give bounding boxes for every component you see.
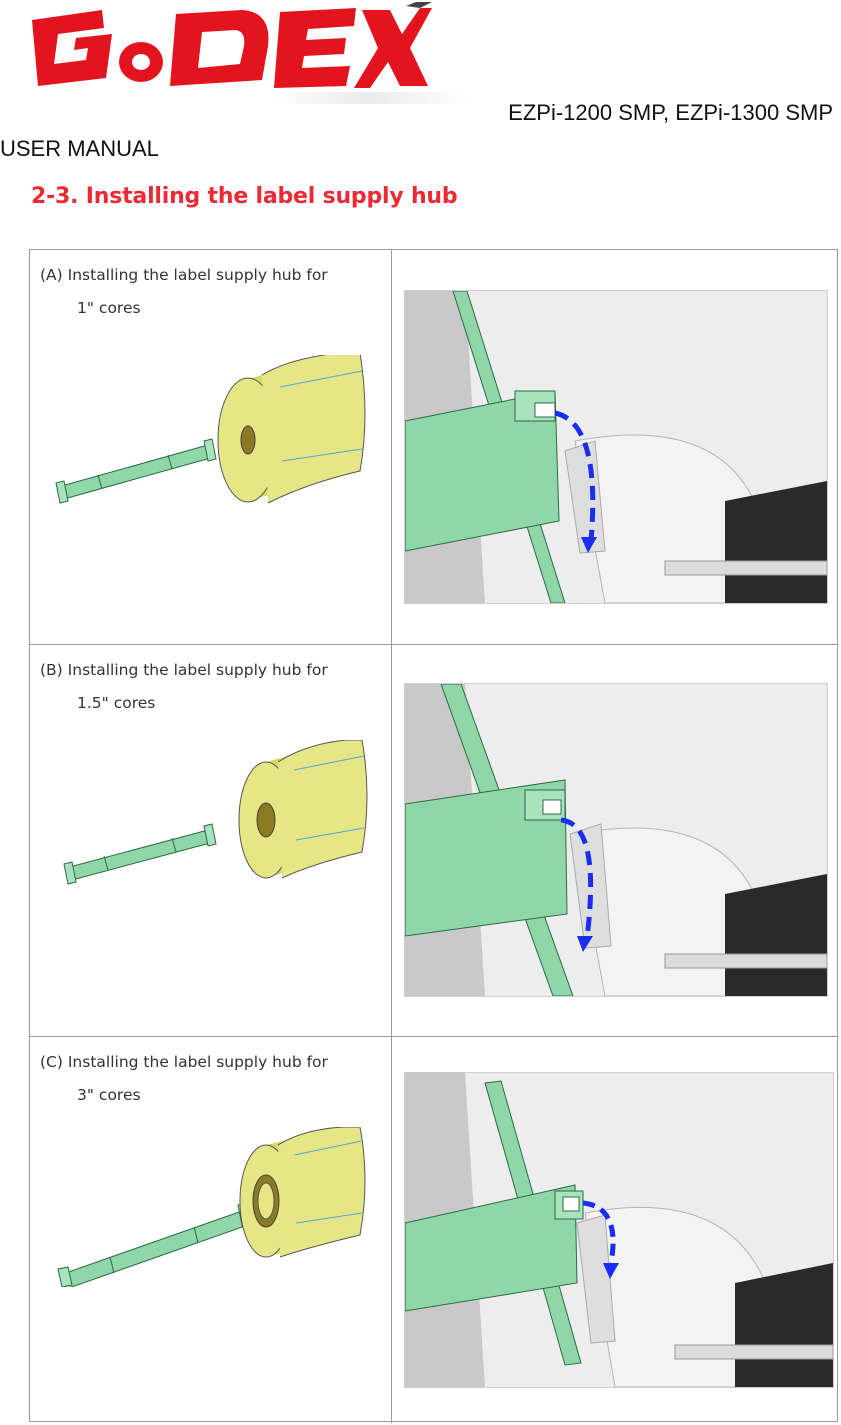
step-c-label: (C) <box>40 1053 63 1071</box>
step-c-text: Installing the label supply hub for <box>67 1053 328 1071</box>
step-a-core: 1" cores <box>77 299 141 317</box>
section-title: 2-3. Installing the label supply hub <box>31 184 458 209</box>
printer-photo-a <box>404 290 828 604</box>
step-a-cell: (A) Installing the label supply hub for … <box>30 250 392 644</box>
step-b-core: 1.5" cores <box>77 694 156 712</box>
step-row-c: (C) Installing the label supply hub for … <box>30 1037 837 1423</box>
step-b-label: (B) <box>40 661 63 679</box>
step-b-caption: (B) Installing the label supply hub for … <box>40 654 328 720</box>
hub-roll-illustration-b <box>56 740 376 890</box>
step-b-text: Installing the label supply hub for <box>67 661 328 679</box>
godex-logo <box>24 2 434 94</box>
step-row-a: (A) Installing the label supply hub for … <box>30 250 837 645</box>
hub-roll-illustration-c <box>54 1127 374 1287</box>
manual-label: USER MANUAL <box>0 136 159 161</box>
step-a-caption: (A) Installing the label supply hub for … <box>40 259 328 325</box>
model-name: EZPi-1200 SMP, EZPi-1300 SMP <box>508 100 833 125</box>
step-c-core: 3" cores <box>77 1086 141 1104</box>
step-a-photo-cell <box>392 250 837 644</box>
step-c-photo-cell <box>392 1037 837 1423</box>
hub-roll-illustration-a <box>48 355 368 510</box>
step-row-b: (B) Installing the label supply hub for … <box>30 645 837 1037</box>
step-a-label: (A) <box>40 266 63 284</box>
step-c-caption: (C) Installing the label supply hub for … <box>40 1046 328 1112</box>
printer-photo-c <box>404 1072 834 1388</box>
step-b-photo-cell <box>392 645 837 1036</box>
step-c-cell: (C) Installing the label supply hub for … <box>30 1037 392 1423</box>
step-a-text: Installing the label supply hub for <box>67 266 328 284</box>
steps-table: (A) Installing the label supply hub for … <box>29 249 838 1423</box>
logo-shadow <box>268 92 468 104</box>
step-b-cell: (B) Installing the label supply hub for … <box>30 645 392 1036</box>
printer-photo-b <box>404 683 828 997</box>
godex-logo-mark <box>32 2 432 88</box>
